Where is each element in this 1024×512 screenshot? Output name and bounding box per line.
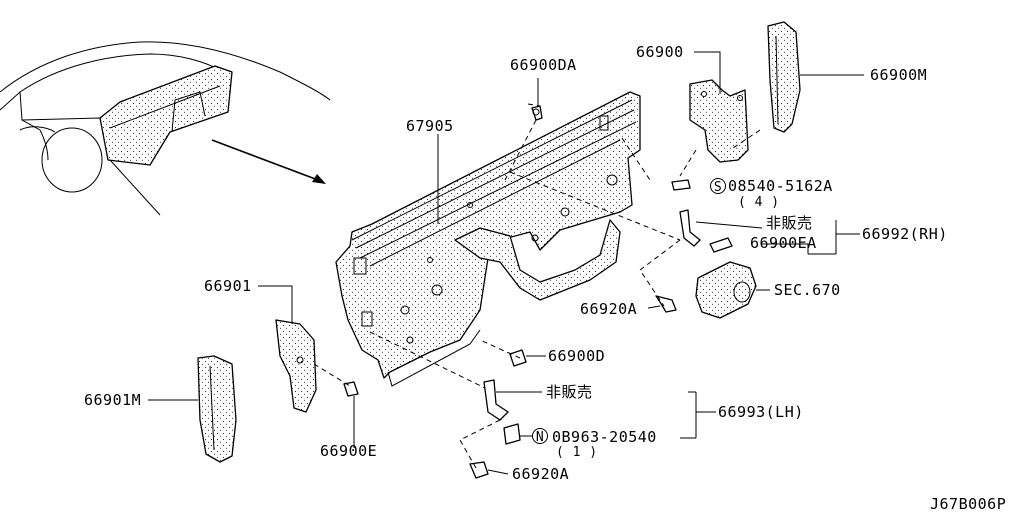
label-66993-lh: 66993(LH) xyxy=(718,403,804,421)
label-08540-qty: ( 4 ) xyxy=(738,195,780,210)
part-labels: 66900DA 67905 66900 66900M 08540-5162A (… xyxy=(84,43,1006,512)
label-66992-rh: 66992(RH) xyxy=(862,225,948,243)
panel-66901M xyxy=(197,355,237,463)
s-symbol-letter: S xyxy=(714,180,722,195)
clip-66900DA xyxy=(531,105,543,121)
label-sec670: SEC.670 xyxy=(774,281,841,299)
label-66900EA: 66900EA xyxy=(750,234,817,252)
label-66900M: 66900M xyxy=(870,66,927,84)
assembly-lines xyxy=(313,103,761,469)
label-67905: 67905 xyxy=(406,117,454,135)
label-not-for-sale-rh: 非販売 xyxy=(766,214,813,232)
panel-66900M xyxy=(767,21,801,133)
n-circle-symbol: N xyxy=(532,428,548,445)
label-not-for-sale-lh: 非販売 xyxy=(546,383,593,401)
clip-66900D xyxy=(509,349,527,367)
label-66900D: 66900D xyxy=(548,347,605,365)
label-66920A-bottom: 66920A xyxy=(512,465,569,483)
panel-66900 xyxy=(689,79,749,163)
bracket-66993-lh xyxy=(483,379,521,445)
s-circle-symbol: S xyxy=(710,178,726,195)
label-0B963-20540: 0B963-20540 xyxy=(552,428,657,446)
label-66900: 66900 xyxy=(636,43,684,61)
location-arrow xyxy=(211,139,326,184)
label-66901: 66901 xyxy=(204,277,252,295)
label-66900DA: 66900DA xyxy=(510,56,577,74)
diagram-code: J67B006P xyxy=(930,495,1006,512)
n-symbol-letter: N xyxy=(536,430,544,445)
label-66900E: 66900E xyxy=(320,442,377,460)
clip-66900E xyxy=(343,381,359,397)
bracket-66992-rh xyxy=(679,209,733,253)
label-66920A-top: 66920A xyxy=(580,300,637,318)
vehicle-location-illustration xyxy=(0,41,331,216)
label-08540-5162A: 08540-5162A xyxy=(728,177,833,195)
label-0B963-qty: ( 1 ) xyxy=(556,445,598,460)
label-66901M: 66901M xyxy=(84,391,141,409)
bolt-66920A-top xyxy=(655,295,677,313)
panel-66901 xyxy=(275,319,317,413)
mount-sec670 xyxy=(695,261,757,319)
leader-lines xyxy=(148,51,864,475)
bolt-08540 xyxy=(671,179,691,191)
dash-panel-67905 xyxy=(335,91,641,387)
bolt-66920A-bottom xyxy=(469,461,489,479)
